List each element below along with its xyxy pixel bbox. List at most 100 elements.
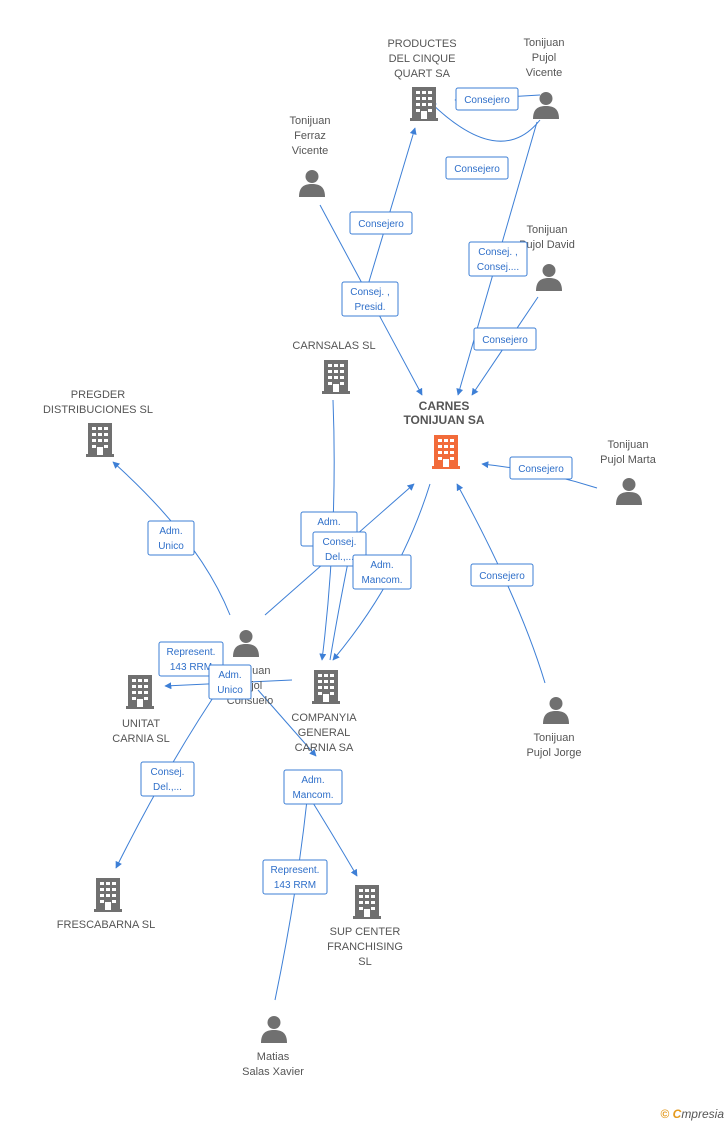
edge-label-text: Presid. (354, 302, 385, 313)
edge-label-e11[interactable]: Adm. Mancom. (352, 554, 412, 590)
node-label-line: Tonijuan (524, 37, 565, 49)
node-label-line: PRODUCTES (387, 38, 456, 50)
edge-label-text: Consejero (358, 219, 404, 230)
edge-label-box (349, 211, 413, 235)
node-label-line: DISTRIBUCIONES SL (43, 404, 153, 416)
edge-label-text: Consej.... (477, 262, 519, 273)
edge-label-text: Consejero (454, 164, 500, 175)
person-icon (533, 92, 559, 119)
edge-label-text: Del.,... (153, 782, 182, 793)
building-icon (312, 670, 340, 704)
edge-label-e15[interactable]: Consej. Del.,... (140, 761, 195, 797)
edge-label-e2[interactable]: Consejero (445, 156, 509, 180)
edge-label-box (445, 156, 509, 180)
edge-label-text: Adm. (370, 560, 393, 571)
node-label-line: CARNSALAS SL (292, 340, 375, 352)
node-frescabarna[interactable]: FRESCABARNA SL (57, 878, 155, 931)
node-label-line: GENERAL (298, 727, 351, 739)
edge-label-text: Adm. (317, 517, 340, 528)
edge-label-box (208, 664, 252, 700)
node-pregder[interactable]: PREGDER DISTRIBUCIONES SL (43, 389, 153, 457)
edge-label-e8[interactable]: Adm.Unico (147, 520, 195, 556)
node-label-line: COMPANYIA (291, 712, 357, 724)
edge-label-e3[interactable]: Consejero (349, 211, 413, 235)
edge-label-box (283, 769, 343, 805)
edge-label-text: 143 RRM (274, 880, 316, 891)
edge-label-text: Unico (158, 541, 184, 552)
edge-label-box (341, 281, 399, 317)
node-label-line: FRANCHISING (327, 941, 403, 953)
edge-label-box (509, 456, 573, 480)
edge-label-box (352, 554, 412, 590)
edge-label-e4[interactable]: Consej. ,Consej.... (468, 241, 528, 277)
edge-label-box (262, 859, 328, 895)
node-carnsalas[interactable]: CARNSALAS SL (292, 340, 376, 394)
node-label-line: Pujol (532, 52, 556, 64)
node-label-line: Tonijuan (608, 439, 649, 451)
node-label-line: PREGDER (71, 389, 125, 401)
edge-label-text: Consejero (482, 335, 528, 346)
node-label-line: Tonijuan (290, 115, 331, 127)
person-icon (261, 1016, 287, 1043)
node-label-line: CARNES (419, 399, 470, 413)
building-icon (86, 423, 114, 457)
node-label-line: SUP CENTER (330, 926, 401, 938)
edge-label-text: Mancom. (361, 575, 402, 586)
edge-label-text: Consejero (479, 571, 525, 582)
node-companyia-general[interactable]: COMPANYIA GENERAL CARNIA SA (291, 670, 357, 754)
edge-label-e5[interactable]: Consej. ,Presid. (341, 281, 399, 317)
node-label-line: CARNIA SA (295, 742, 354, 754)
edge-label-text: Del.,... (325, 552, 354, 563)
edge-label-text: Adm. (218, 670, 241, 681)
edge-label-text: Adm. (301, 775, 324, 786)
edge-label-text: Represent. (167, 647, 216, 658)
edge-label-e12[interactable]: Consejero (470, 563, 534, 587)
edge-label-e16[interactable]: Adm. Mancom. (283, 769, 343, 805)
building-icon (410, 87, 438, 121)
edge-label-text: Consejero (464, 95, 510, 106)
edge-label-box (470, 563, 534, 587)
person-icon (536, 264, 562, 291)
edge-label-box (147, 520, 195, 556)
person-icon (299, 170, 325, 197)
edge-line (257, 689, 317, 757)
person-icon (233, 630, 259, 657)
node-label-line: TONIJUAN SA (403, 413, 484, 427)
node-label-line: Vicente (526, 67, 563, 79)
edge-label-box (468, 241, 528, 277)
edge-label-text: Mancom. (292, 790, 333, 801)
node-label-line: Matias (257, 1051, 290, 1063)
edge-label-text: Consej. (151, 767, 185, 778)
edge-label-box (473, 327, 537, 351)
node-label-line: Tonijuan (527, 224, 568, 236)
node-label-line: Pujol David (519, 239, 575, 251)
person-icon (616, 478, 642, 505)
node-label-line: Salas Xavier (242, 1066, 304, 1078)
person-icon (543, 697, 569, 724)
edge-label-text: Represent. (271, 865, 320, 876)
edge-label-e1[interactable]: Consejero (455, 87, 519, 111)
edge-label-text: Consejero (518, 464, 564, 475)
edge-label-e6[interactable]: Consejero (473, 327, 537, 351)
building-icon (94, 878, 122, 912)
edge-label-e17[interactable]: Represent. 143 RRM (262, 859, 328, 895)
node-label-line: Tonijuan (534, 732, 575, 744)
edge-label-e7[interactable]: Consejero (509, 456, 573, 480)
node-label-line: CARNIA SL (112, 733, 169, 745)
node-label-line: FRESCABARNA SL (57, 919, 155, 931)
edge-label-e14[interactable]: Adm.Unico (208, 664, 252, 700)
edge-label-e13[interactable]: Represent.143 RRM (158, 641, 224, 677)
